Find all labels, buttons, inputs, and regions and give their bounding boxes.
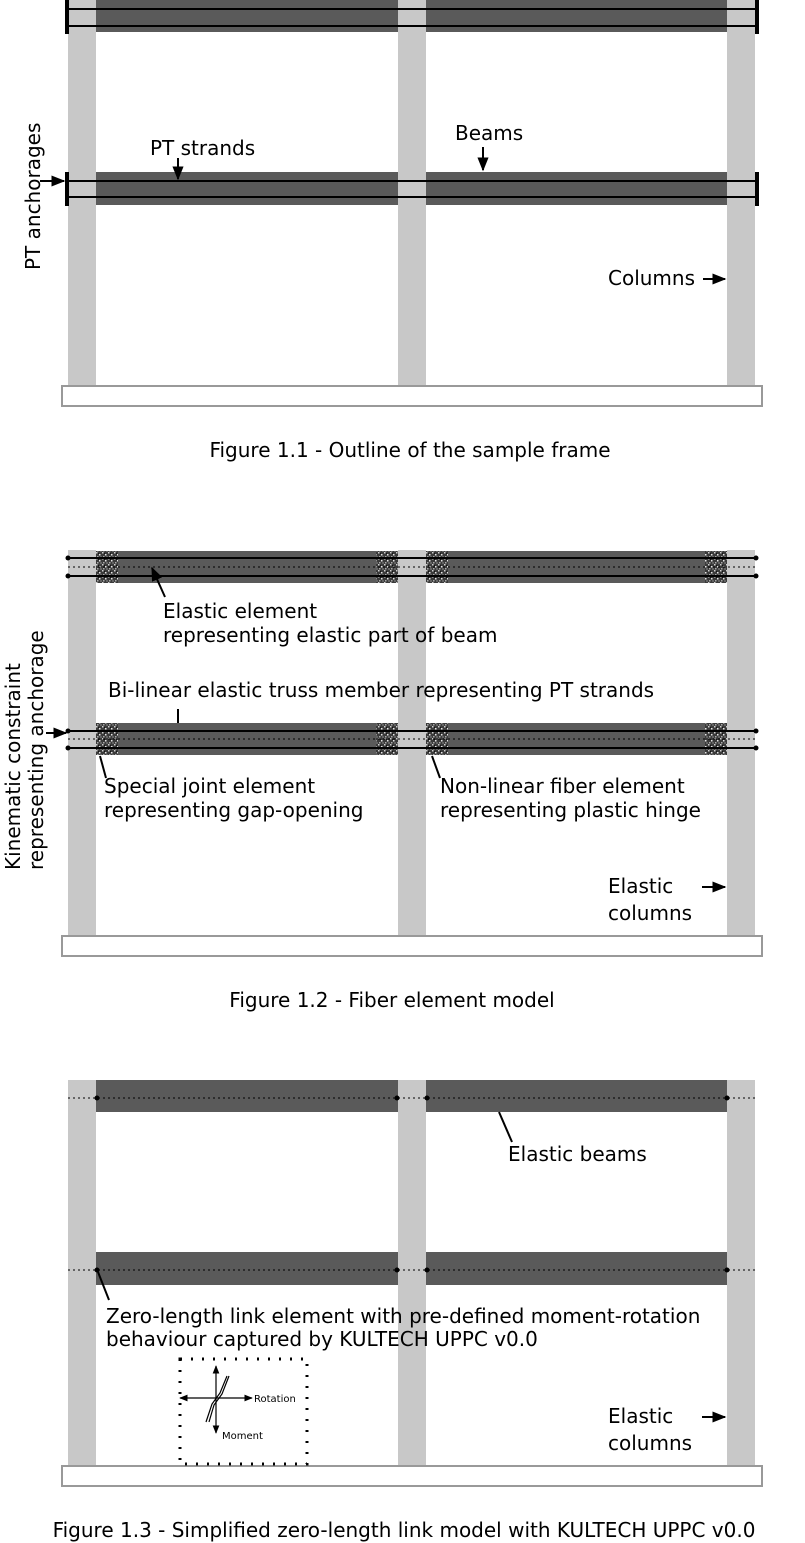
elastic-beam-top-left [96,1080,398,1112]
moment-rotation-inset: Rotation Moment [178,1357,309,1466]
zero-length-link-node [394,1267,400,1273]
beam-top-left [96,0,398,32]
elastic-beam-mid-right [426,723,727,755]
label-elastic-columns-line2: columns [608,1431,692,1455]
elastic-beam-mid-right [426,1252,727,1285]
moment-rotation-curve [205,1375,228,1423]
figure-1-1: PT anchorages PT strands Beams Columns F… [21,0,763,462]
zero-length-link-node [424,1095,430,1101]
elastic-beam-mid-left [96,723,398,755]
label-pt-strands: PT strands [150,136,255,160]
label-fiber-element-line2: representing plastic hinge [440,798,701,822]
caption-figure-1-1: Figure 1.1 - Outline of the sample frame [209,438,610,462]
elastic-beam-top-right [426,551,727,583]
foundation-base [61,385,763,407]
column-middle [398,550,426,936]
caption-figure-1-2: Figure 1.2 - Fiber element model [229,988,554,1012]
foundation-base [61,935,763,957]
zero-length-link-node [724,1267,730,1273]
zero-length-link-node [724,1095,730,1101]
column-middle [398,0,426,386]
label-pt-anchorages: PT anchorages [21,123,45,270]
label-moment: Moment [222,1431,263,1442]
column-middle [398,1080,426,1466]
label-kinematic-line1: Kinematic constraint [1,663,25,870]
beam-mid-right [426,172,727,205]
label-columns: Columns [608,266,695,290]
caption-figure-1-3: Figure 1.3 - Simplified zero-length link… [53,1518,756,1542]
label-beams: Beams [455,121,523,145]
pt-anchorage-right [755,172,759,206]
zero-length-link-node [94,1095,100,1101]
pt-anchorage-left [65,172,69,206]
column-left [68,0,96,386]
label-elastic-beams: Elastic beams [508,1142,647,1166]
label-truss-member: Bi-linear elastic truss member represent… [108,678,654,702]
column-right [727,0,755,386]
column-left [68,550,96,936]
label-zero-length-line1: Zero-length link element with pre-define… [106,1304,700,1328]
label-elastic-element-line2: representing elastic part of beam [163,623,497,647]
label-rotation: Rotation [254,1394,296,1405]
foundation-base [61,1465,763,1487]
beam-mid-left [96,172,398,205]
label-elastic-columns-line1: Elastic [608,874,673,898]
figure-1-2: Kinematic constraint representing anchor… [1,550,763,1012]
label-fiber-element-line1: Non-linear fiber element [440,774,685,798]
zero-length-link-node [424,1267,430,1273]
label-special-joint-line1: Special joint element [104,774,315,798]
zero-length-link-node [94,1267,100,1273]
label-elastic-columns-line1: Elastic [608,1404,673,1428]
label-special-joint-line2: representing gap-opening [104,798,363,822]
label-zero-length-line2: behaviour captured by KULTECH UPPC v0.0 [106,1327,538,1351]
zero-length-link-node [394,1095,400,1101]
elastic-beam-top-right [426,1080,727,1112]
label-elastic-columns-line2: columns [608,901,692,925]
elastic-beam-mid-left [96,1252,398,1285]
elastic-beam-top-left [96,551,398,583]
column-left [68,1080,96,1466]
beam-top-right [426,0,727,32]
column-right [727,1080,755,1466]
column-right [727,550,755,936]
label-kinematic-line2: representing anchorage [24,630,48,870]
label-elastic-element-line1: Elastic element [163,599,317,623]
figure-1-3: Elastic beams Zero-length link element w… [53,1080,763,1542]
